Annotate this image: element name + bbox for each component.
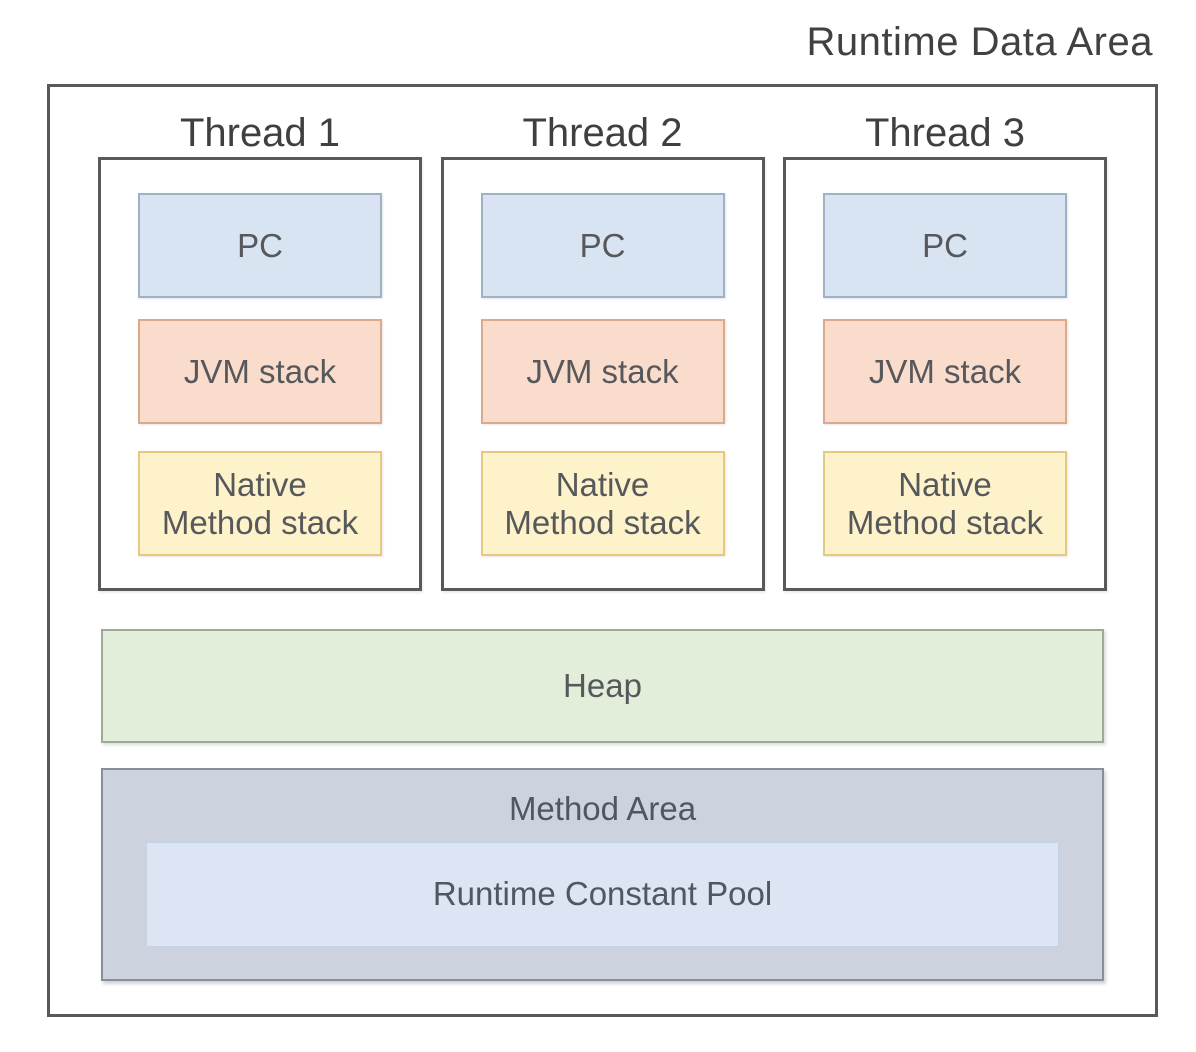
jvm-stack-box: JVM stack — [823, 319, 1067, 424]
native-method-stack-label: Native Method stack — [846, 465, 1044, 541]
native-method-stack-label: Native Method stack — [161, 465, 359, 541]
runtime-data-area-box: Thread 1 PC JVM stack Native Method stac… — [47, 84, 1158, 1017]
thread-3-box: PC JVM stack Native Method stack — [783, 157, 1107, 591]
pc-label: PC — [237, 226, 283, 264]
jvm-stack-label: JVM stack — [526, 352, 679, 390]
pc-label: PC — [922, 226, 968, 264]
jvm-stack-label: JVM stack — [868, 352, 1022, 390]
thread-3-label: Thread 3 — [864, 111, 1026, 155]
thread-2-label: Thread 2 — [522, 111, 683, 155]
native-method-stack-box: Native Method stack — [480, 451, 725, 556]
pc-label: PC — [579, 226, 626, 264]
jvm-stack-box: JVM stack — [138, 319, 382, 424]
threads-row: Thread 1 PC JVM stack Native Method stac… — [50, 87, 1155, 591]
heap-box: Heap — [101, 629, 1104, 743]
thread-column-1: Thread 1 PC JVM stack Native Method stac… — [98, 87, 422, 591]
diagram-title: Runtime Data Area — [806, 20, 1153, 64]
runtime-constant-pool-label: Runtime Constant Pool — [432, 875, 773, 913]
pc-box: PC — [480, 193, 725, 298]
jvm-stack-box: JVM stack — [480, 319, 725, 424]
thread-column-2: Thread 2 PC JVM stack Native Method stac… — [440, 87, 765, 591]
method-area-box: Method Area Runtime Constant Pool — [101, 768, 1104, 981]
runtime-constant-pool-box: Runtime Constant Pool — [146, 841, 1059, 947]
native-method-stack-box: Native Method stack — [138, 451, 382, 556]
jvm-stack-label: JVM stack — [183, 352, 337, 390]
native-method-stack-box: Native Method stack — [823, 451, 1067, 556]
pc-box: PC — [823, 193, 1067, 298]
thread-1-box: PC JVM stack Native Method stack — [98, 157, 422, 591]
thread-column-3: Thread 3 PC JVM stack Native Method stac… — [783, 87, 1107, 591]
heap-label: Heap — [563, 667, 642, 705]
method-area-label: Method Area — [508, 790, 697, 827]
native-method-stack-label: Native Method stack — [504, 465, 701, 541]
thread-1-label: Thread 1 — [179, 111, 341, 155]
thread-2-box: PC JVM stack Native Method stack — [440, 157, 765, 591]
pc-box: PC — [138, 193, 382, 298]
